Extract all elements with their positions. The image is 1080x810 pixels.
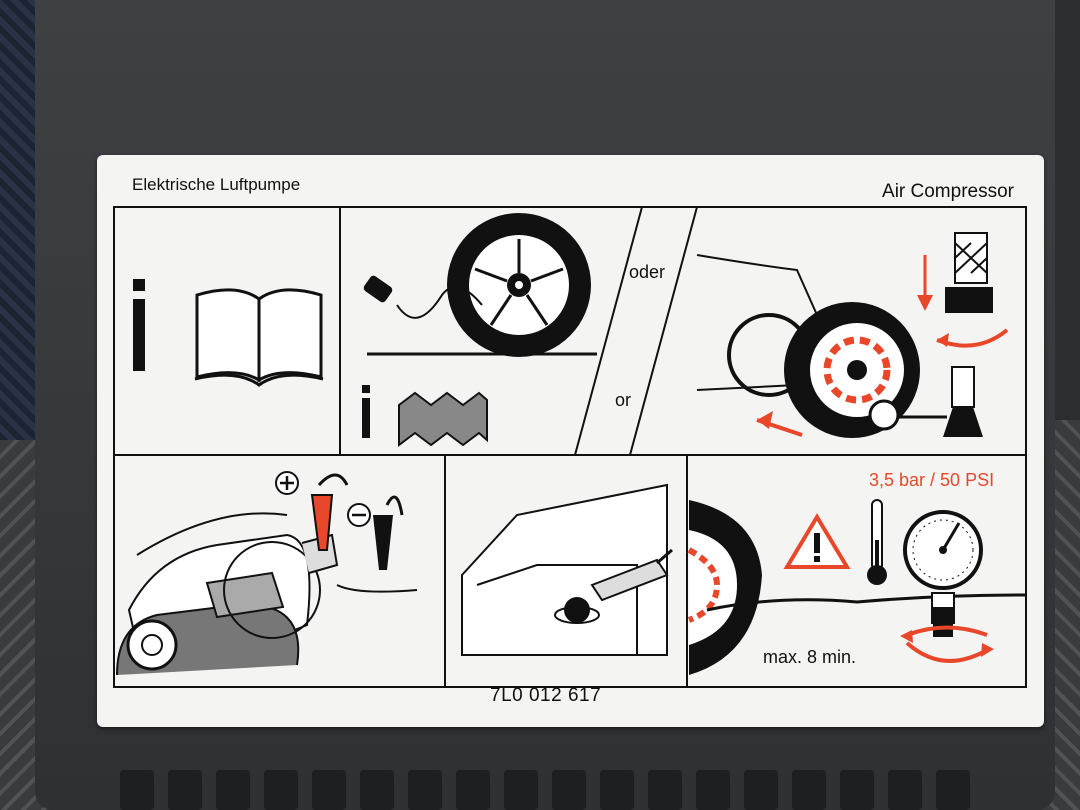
- car-wheel-icon: [696, 254, 947, 438]
- manual-book-icon: [194, 288, 324, 387]
- tire-icon: [367, 213, 597, 357]
- valve-cap-icon: [917, 232, 1009, 437]
- warning-triangle-icon: [783, 513, 851, 569]
- title-right: Air Compressor: [882, 181, 1014, 202]
- instruction-label: Elektrische Luftpumpe Air Compressor ode…: [97, 155, 1044, 727]
- thermometer-icon: [867, 499, 887, 585]
- compressor-hose-icon: [363, 275, 483, 319]
- part-number: 7L0 012 617: [490, 685, 602, 706]
- housing-vents: [120, 770, 1020, 810]
- wheel-partial-icon: [687, 500, 1027, 675]
- text-or: or: [615, 390, 632, 410]
- info-icon-small: [362, 385, 370, 438]
- car-engine-icon: [116, 512, 321, 676]
- info-icon: [133, 279, 145, 371]
- title-left: Elektrische Luftpumpe: [132, 175, 301, 194]
- minus-icon: [347, 503, 371, 527]
- folded-leaflet-icon: [398, 391, 488, 447]
- battery-clamp-icon: [301, 473, 418, 593]
- plus-icon: [275, 471, 299, 495]
- label-artwork: [113, 206, 1027, 688]
- power-socket-icon: [461, 483, 673, 656]
- pressure-spec: 3,5 bar / 50 PSI: [869, 470, 995, 490]
- max-duration: max. 8 min.: [763, 647, 857, 667]
- text-oder: oder: [629, 262, 666, 282]
- pressure-gauge-icon: [900, 510, 994, 663]
